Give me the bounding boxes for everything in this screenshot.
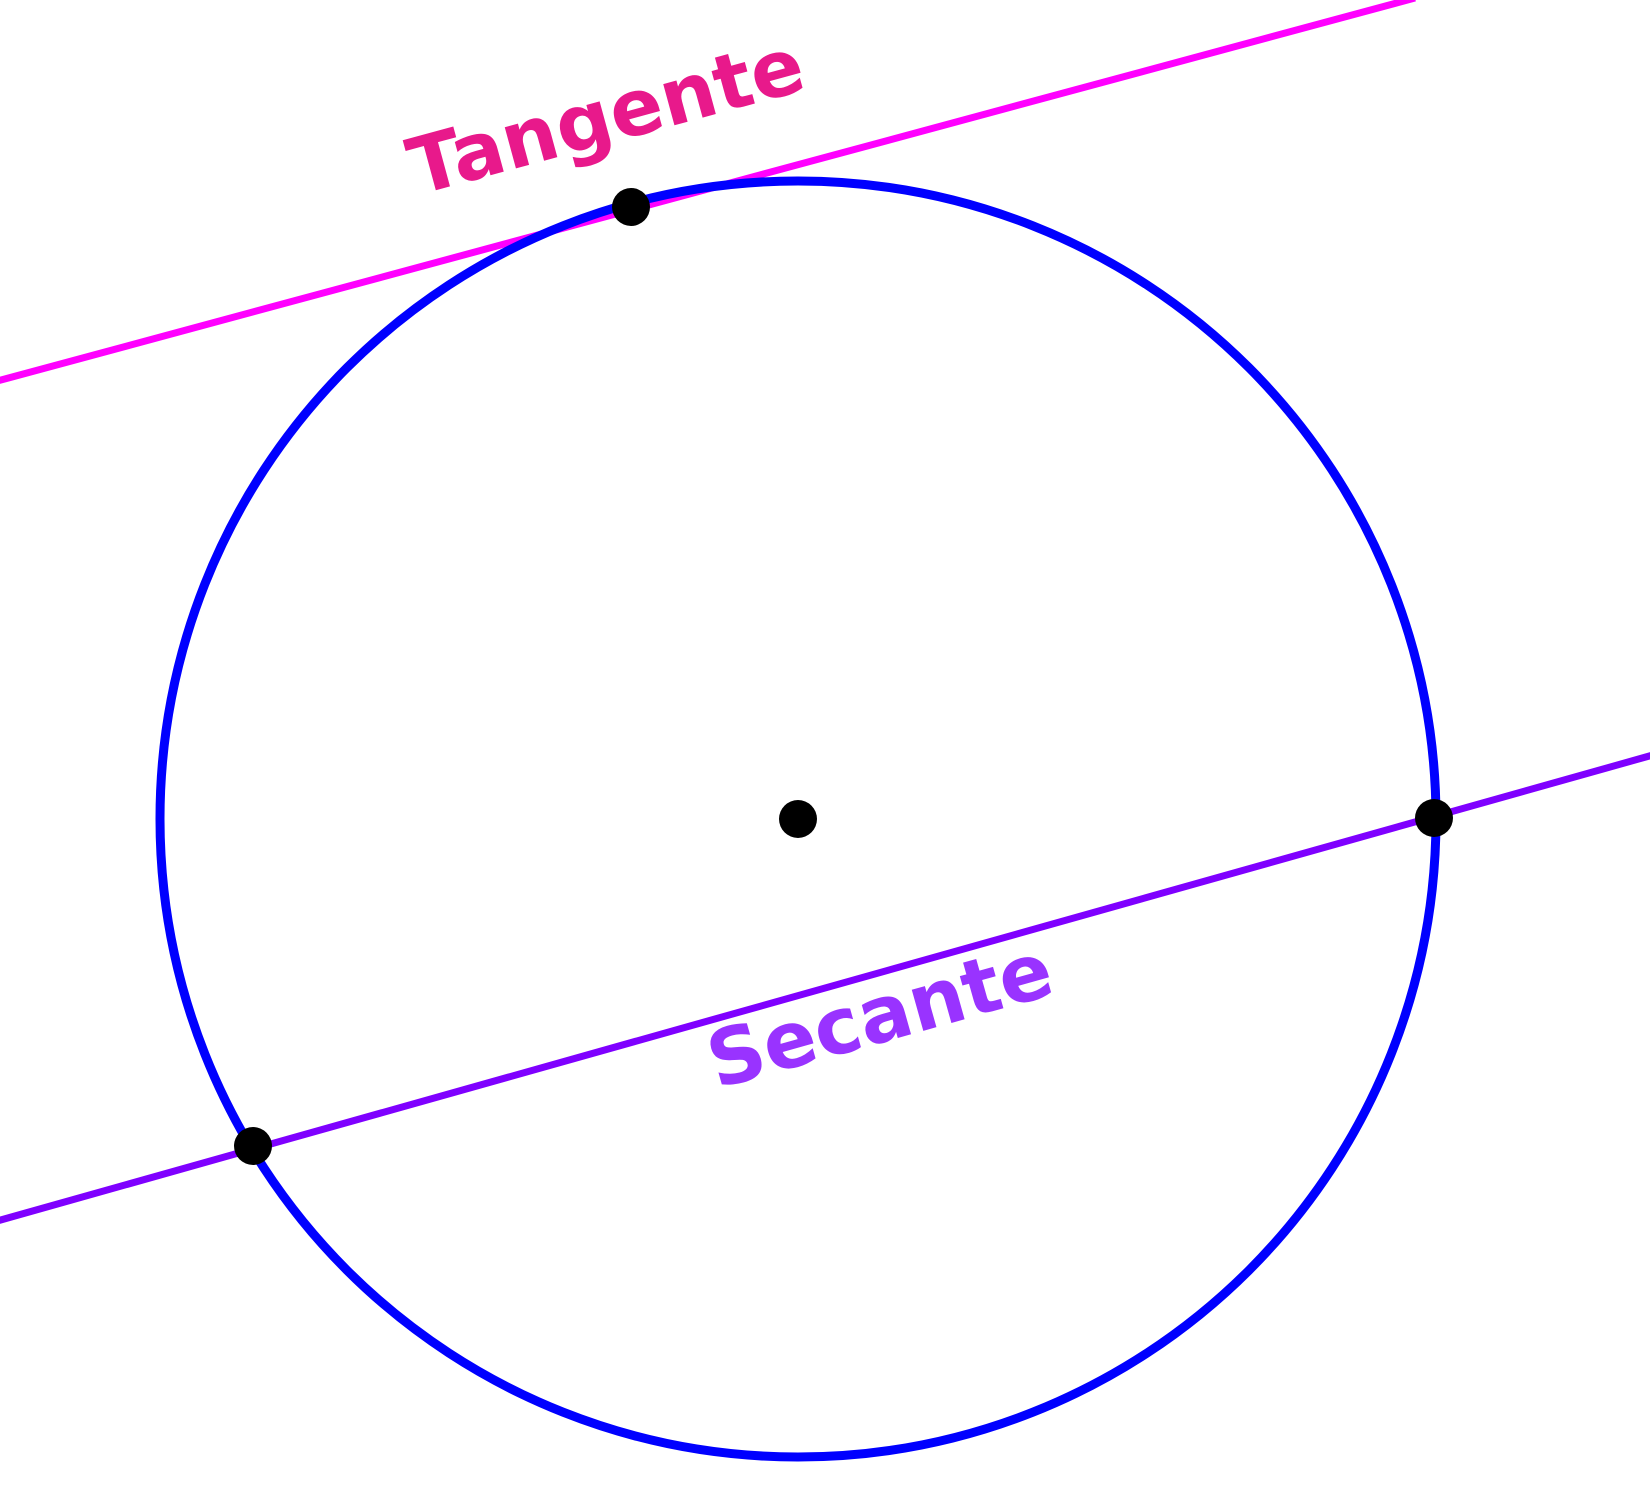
secant-point-right	[1415, 799, 1453, 837]
center-point	[779, 800, 817, 838]
secant-label: Secante	[698, 925, 1063, 1107]
secant-point-left	[234, 1127, 272, 1165]
tangent-point	[612, 188, 650, 226]
